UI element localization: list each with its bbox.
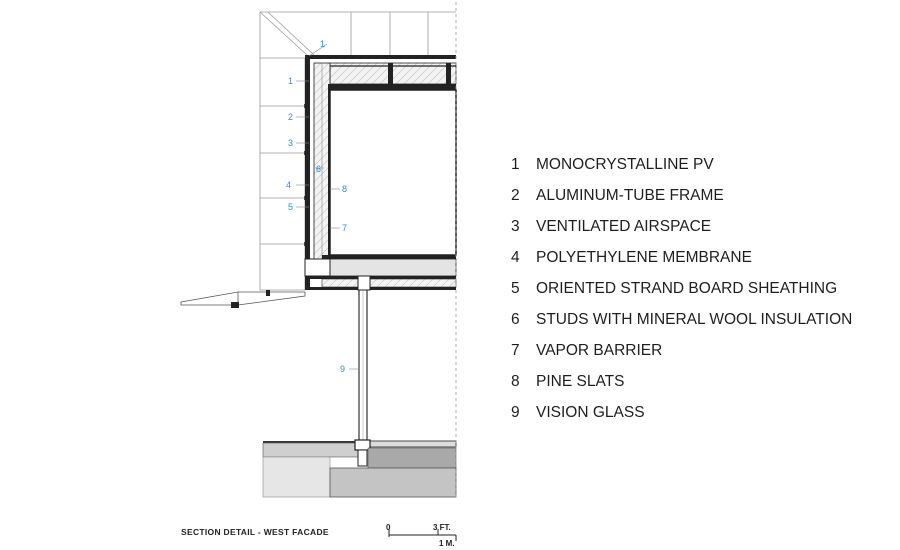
legend-item: 8 PINE SLATS	[511, 371, 852, 402]
roof-pv-panels	[259, 11, 456, 57]
legend-item: 2 ALUMINUM-TUBE FRAME	[511, 185, 852, 216]
callout-number: 4	[286, 180, 291, 190]
legend-number: 6	[511, 311, 520, 328]
callout-number: 3	[288, 138, 293, 148]
legend-label: VENTILATED AIRSPACE	[536, 218, 712, 235]
scale-bar: 0 3 FT. 1 M.	[386, 523, 457, 548]
legend-item: 4 POLYETHYLENE MEMBRANE	[511, 247, 852, 278]
vision-glass-mullion	[358, 290, 368, 442]
scale-feet-label: 3 FT.	[433, 523, 451, 532]
callout-number: 1	[320, 39, 325, 49]
legend-item: 7 VAPOR BARRIER	[511, 340, 852, 371]
legend-item: 1 MONOCRYSTALLINE PV	[511, 154, 852, 185]
legend-label: POLYETHYLENE MEMBRANE	[536, 249, 752, 266]
legend-number: 5	[511, 280, 520, 297]
callout-number: 8	[342, 184, 347, 194]
callout-number: 7	[342, 223, 347, 233]
legend-label: ALUMINUM-TUBE FRAME	[536, 187, 724, 204]
legend-label: ORIENTED STRAND BOARD SHEATHING	[536, 280, 838, 297]
scale-meter-label: 1 M.	[439, 539, 455, 548]
legend-item: 3 VENTILATED AIRSPACE	[511, 216, 852, 247]
legend-label: VAPOR BARRIER	[536, 342, 663, 359]
roof-assembly	[305, 55, 457, 90]
floor-assembly	[304, 255, 457, 291]
callout-number: 5	[288, 202, 293, 212]
scale-zero-label: 0	[386, 523, 391, 532]
callout-number: 6	[316, 164, 321, 174]
legend-number: 1	[511, 156, 520, 173]
legend-label: MONOCRYSTALLINE PV	[536, 156, 714, 173]
legend-label: STUDS WITH MINERAL WOOL INSULATION	[536, 311, 853, 328]
legend-number: 8	[511, 373, 520, 390]
legend-number: 7	[511, 342, 520, 359]
callout-leaders	[296, 43, 360, 370]
legend: 1 MONOCRYSTALLINE PV 2 ALUMINUM-TUBE FRAME…	[511, 154, 852, 433]
legend-label: VISION GLASS	[536, 404, 645, 421]
callout-number: 2	[288, 112, 293, 122]
overhang-plate	[180, 290, 306, 308]
wall-assembly	[305, 58, 457, 290]
callout-numbers: 1 1 2 3 4 5 6 8 7 9	[286, 39, 347, 374]
callout-number: 1	[288, 76, 293, 86]
callout-number: 9	[340, 364, 345, 374]
legend-label: PINE SLATS	[536, 373, 625, 390]
legend-item: 9 VISION GLASS	[511, 402, 852, 433]
legend-item: 5 ORIENTED STRAND BOARD SHEATHING	[511, 278, 852, 309]
ground-slab	[262, 439, 457, 498]
legend-number: 9	[511, 404, 520, 421]
legend-number: 3	[511, 218, 520, 235]
facade-pv-panels	[259, 12, 307, 291]
legend-number: 2	[511, 187, 520, 204]
drawing-caption: SECTION DETAIL - WEST FACADE	[181, 527, 329, 537]
legend-item: 6 STUDS WITH MINERAL WOOL INSULATION	[511, 309, 852, 340]
legend-number: 4	[511, 249, 520, 266]
